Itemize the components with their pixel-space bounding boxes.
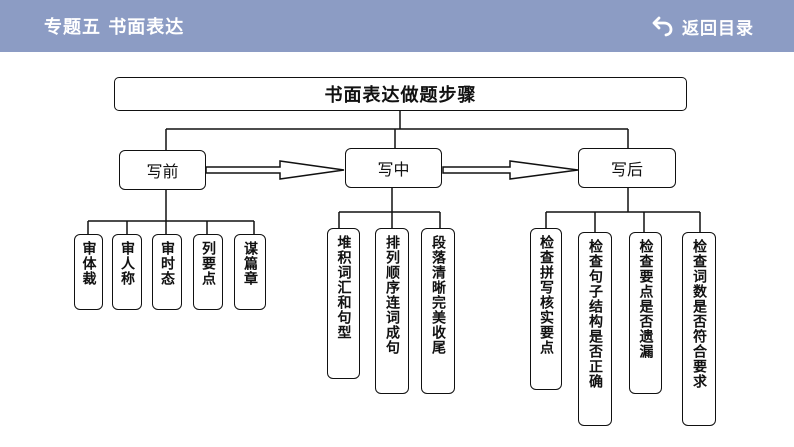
step-before-item-2: 审人称 — [112, 234, 142, 310]
step-after-item-1: 检查拼写核实要点 — [530, 228, 562, 390]
step-after-item-3: 检查要点是否遗漏 — [629, 232, 662, 394]
step-before-item-3: 审时态 — [152, 234, 182, 310]
step-before-item-1: 审体裁 — [74, 234, 103, 310]
stage-after-writing: 写后 — [578, 148, 676, 188]
stage-while-writing: 写中 — [345, 148, 442, 188]
back-to-contents-label: 返回目录 — [682, 18, 754, 39]
page-title: 专题五 书面表达 — [44, 17, 185, 38]
stage-before-writing: 写前 — [119, 150, 206, 190]
step-after-item-2: 检查句子结构是否正确 — [578, 232, 612, 426]
root-title-box: 书面表达做题步骤 — [114, 77, 687, 111]
step-before-item-4: 列要点 — [193, 234, 223, 310]
step-while-item-1: 堆积词汇和句型 — [327, 228, 360, 379]
back-to-contents-button[interactable]: 返回目录 — [652, 12, 754, 40]
step-while-item-2: 排列顺序连词成句 — [375, 228, 409, 394]
step-after-item-4: 检查词数是否符合要求 — [682, 232, 716, 426]
step-before-item-5: 谋篇章 — [234, 234, 266, 310]
header-bar: 专题五 书面表达 返回目录 — [0, 0, 794, 52]
step-while-item-3: 段落清晰完美收尾 — [421, 228, 455, 394]
back-arrow-icon — [652, 15, 674, 37]
